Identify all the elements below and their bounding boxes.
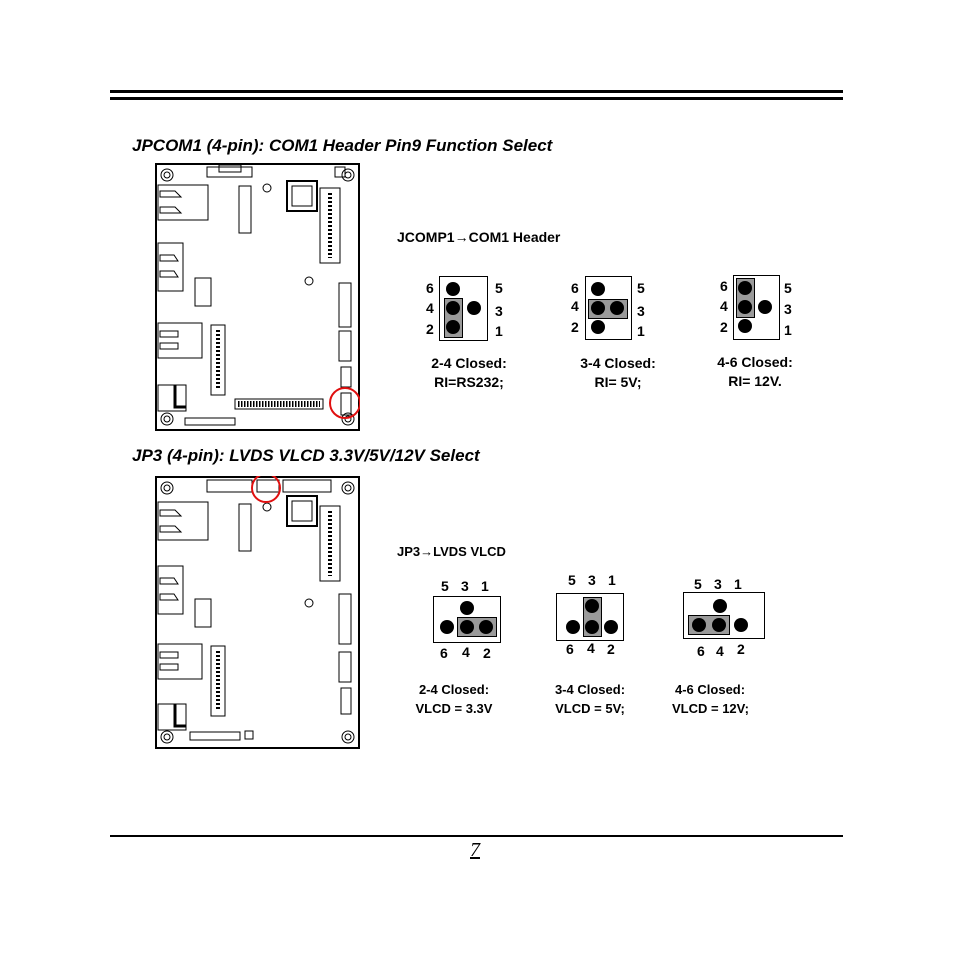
top-rule-secondary xyxy=(110,97,843,100)
jcomp1-caption-1: 2-4 Closed:RI=RS232; xyxy=(431,355,507,390)
board-diagram-1 xyxy=(155,163,360,431)
board-diagram-2 xyxy=(155,476,360,749)
section1-title: JPCOM1 (4-pin): COM1 Header Pin9 Functio… xyxy=(132,136,553,155)
jp3-caption-1: 2-4 Closed:VLCD = 3.3V xyxy=(415,682,493,716)
jp3-caption-2: 3-4 Closed:VLCD = 5V; xyxy=(554,682,626,716)
jp3-caption-3: 4-6 Closed:VLCD = 12V; xyxy=(672,682,749,716)
page-number: 7 xyxy=(470,839,480,861)
top-rule xyxy=(110,90,843,93)
bottom-rule xyxy=(110,835,843,837)
section2-title: JP3 (4-pin): LVDS VLCD 3.3V/5V/12V Selec… xyxy=(132,446,480,465)
jp3-header-label: JP3→LVDS VLCD xyxy=(397,544,506,559)
jcomp1-caption-2: 3-4 Closed:RI= 5V; xyxy=(580,355,656,390)
jcomp1-caption-3: 4-6 Closed:RI= 12V. xyxy=(717,354,793,389)
jcomp1-header-label: JCOMP1→COM1 Header xyxy=(397,229,561,245)
